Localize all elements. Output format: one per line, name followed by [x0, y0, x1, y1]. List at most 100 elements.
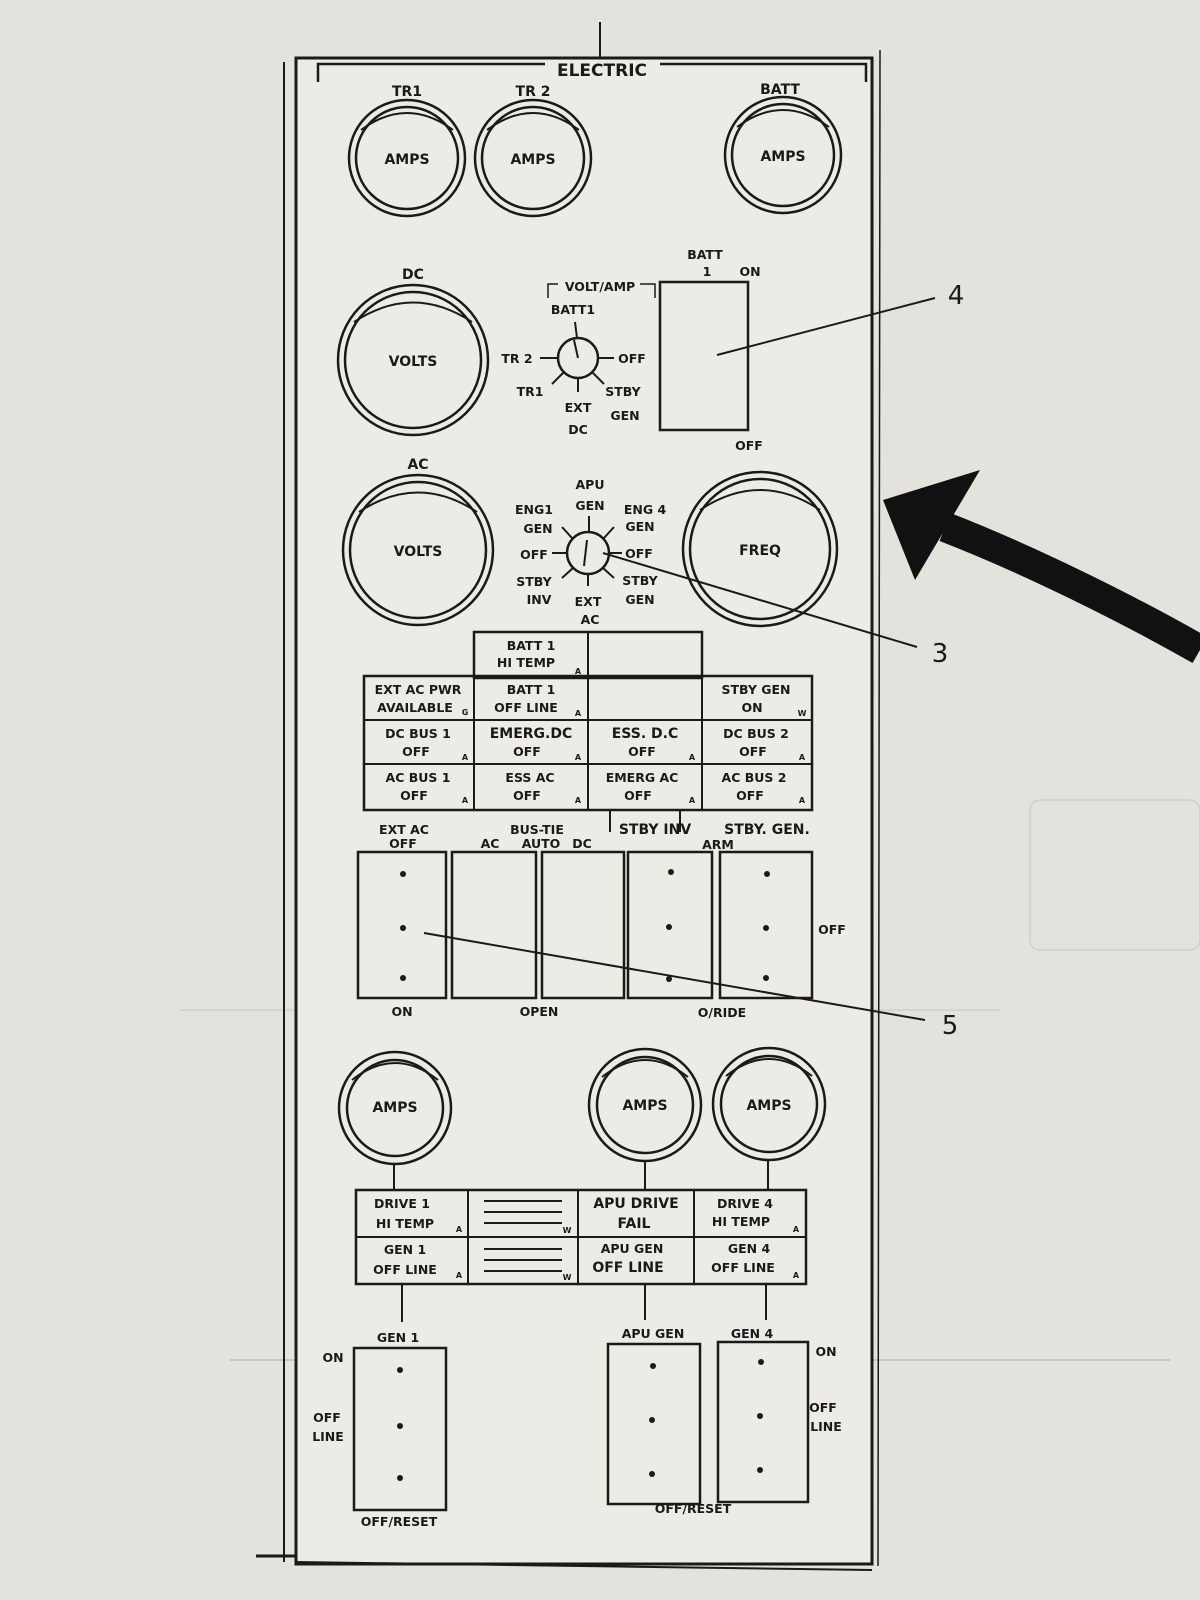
- emerg-ac-off-light: EMERG AC OFF A: [606, 770, 696, 805]
- ess-dc-off-light: ESS. D.C OFF A: [612, 726, 696, 762]
- ac-caption: AC: [407, 457, 428, 473]
- svg-text:DRIVE 4: DRIVE 4: [717, 1196, 773, 1211]
- svg-text:OFF: OFF: [389, 836, 417, 851]
- batt-switch-on: ON: [739, 264, 760, 279]
- gensel-apu: APU: [576, 477, 605, 492]
- svg-text:GEN 1: GEN 1: [384, 1242, 426, 1257]
- svg-text:GEN 1: GEN 1: [377, 1330, 419, 1345]
- svg-text:OFF/RESET: OFF/RESET: [361, 1514, 438, 1529]
- gensel-eng4-gen: GEN: [625, 519, 654, 534]
- svg-text:A: A: [793, 1271, 800, 1280]
- annunciator-grid-lower: W W DRIVE 1 HI TEMP A APU DRIVE FAIL DRI…: [354, 1188, 808, 1286]
- dc-bus-2-off-light: DC BUS 2 OFF A: [723, 726, 806, 762]
- tr1-caption: TR1: [392, 84, 422, 100]
- ac-face: VOLTS: [394, 544, 443, 560]
- batt-face: AMPS: [760, 149, 805, 165]
- bus-tie-ac-switch[interactable]: [450, 850, 538, 1000]
- svg-text:LINE: LINE: [810, 1419, 842, 1434]
- svg-text:AC BUS 2: AC BUS 2: [722, 770, 787, 785]
- callout-4: 4: [716, 281, 964, 356]
- gensel-apu-gen: GEN: [575, 498, 604, 513]
- svg-text:GEN 4: GEN 4: [728, 1241, 771, 1256]
- svg-text:BUS-TIE: BUS-TIE: [510, 822, 564, 837]
- svg-text:A: A: [793, 1225, 800, 1234]
- emerg-dc-off-light: EMERG.DC OFF A: [490, 726, 582, 762]
- svg-text:3: 3: [932, 639, 949, 669]
- svg-text:OFF: OFF: [624, 788, 652, 803]
- svg-text:FAIL: FAIL: [618, 1216, 651, 1232]
- freq-face: FREQ: [739, 543, 781, 559]
- svg-text:LINE: LINE: [312, 1429, 344, 1444]
- dc-caption: DC: [402, 267, 424, 283]
- svg-text:OFF LINE: OFF LINE: [373, 1262, 437, 1277]
- voltamp-gen: GEN: [610, 408, 639, 423]
- gen4-amps-gauge: AMPS: [711, 1046, 827, 1190]
- batt-switch-off: OFF: [735, 438, 763, 453]
- stby-gen-switch[interactable]: [718, 850, 814, 1000]
- svg-text:A: A: [575, 796, 582, 805]
- svg-text:W: W: [563, 1273, 572, 1282]
- svg-text:ARM: ARM: [702, 837, 734, 852]
- gensel-eng1-gen: GEN: [523, 521, 552, 536]
- gensel-off-left: OFF: [520, 547, 548, 562]
- svg-text:A: A: [689, 753, 696, 762]
- svg-text:HI TEMP: HI TEMP: [376, 1216, 434, 1231]
- blank-indicator-lower: [484, 1248, 562, 1272]
- batt-1-switch[interactable]: BATT 1 ON OFF: [658, 247, 763, 453]
- svg-text:W: W: [563, 1226, 572, 1235]
- svg-text:ESS AC: ESS AC: [505, 770, 554, 785]
- gen-switch-connectors: [401, 1284, 767, 1322]
- callout-5: 5: [423, 932, 959, 1041]
- ac-bus-2-off-light: AC BUS 2 OFF A: [722, 770, 806, 805]
- voltamp-stby: STBY: [605, 384, 641, 399]
- callout-3: 3: [602, 552, 949, 669]
- svg-text:ON: ON: [322, 1350, 343, 1365]
- voltamp-off: OFF: [618, 351, 646, 366]
- svg-text:HI TEMP: HI TEMP: [712, 1214, 770, 1229]
- gen-switch-labels: GEN 1 APU GEN GEN 4 ON OFF LINE ON OFF L…: [312, 1326, 842, 1529]
- svg-text:OFF: OFF: [739, 744, 767, 759]
- tr1-amps-gauge: TR1 AMPS: [347, 84, 467, 218]
- ac-generator-selector-knob[interactable]: APU GEN ENG1 GEN ENG 4 GEN OFF OFF STBY …: [515, 477, 666, 627]
- svg-text:DC BUS 2: DC BUS 2: [723, 726, 789, 741]
- svg-text:OFF: OFF: [513, 788, 541, 803]
- gensel-off-right: OFF: [625, 546, 653, 561]
- svg-text:AUTO: AUTO: [522, 836, 561, 851]
- svg-text:AMPS: AMPS: [622, 1098, 667, 1114]
- svg-text:A: A: [799, 796, 806, 805]
- svg-text:A: A: [575, 709, 582, 718]
- dc-volts-gauge: DC VOLTS: [336, 267, 490, 437]
- svg-text:5: 5: [942, 1011, 959, 1041]
- svg-text:APU GEN: APU GEN: [601, 1241, 664, 1256]
- svg-text:A: A: [462, 753, 469, 762]
- svg-text:OFF: OFF: [809, 1400, 837, 1415]
- svg-text:A: A: [575, 667, 582, 676]
- gensel-ac: AC: [581, 612, 600, 627]
- svg-text:BATT 1: BATT 1: [507, 638, 556, 653]
- apu-gen-off-line-light: APU GEN OFF LINE: [592, 1241, 663, 1276]
- apu-drive-fail-light: APU DRIVE FAIL: [593, 1196, 678, 1232]
- volt-amp-selector-knob[interactable]: VOLT/AMP BATT1 TR 2 OFF TR1 STBY GEN EXT…: [501, 279, 656, 437]
- svg-text:APU DRIVE: APU DRIVE: [593, 1196, 678, 1212]
- gensel-gen-right: GEN: [625, 592, 654, 607]
- freq-gauge: FREQ: [681, 470, 839, 628]
- panel-title-bracket: ELECTRIC: [316, 61, 868, 82]
- svg-text:EXT AC PWR: EXT AC PWR: [375, 682, 462, 697]
- svg-text:GEN 4: GEN 4: [731, 1326, 774, 1341]
- svg-text:STBY INV: STBY INV: [619, 822, 691, 838]
- svg-text:OFF: OFF: [402, 744, 430, 759]
- ext-ac-pwr-available-light: EXT AC PWR AVAILABLE G: [375, 682, 469, 717]
- gen-1-switch[interactable]: [352, 1346, 448, 1512]
- svg-text:A: A: [462, 796, 469, 805]
- svg-text:ON: ON: [741, 700, 762, 715]
- ext-ac-switch[interactable]: [356, 850, 448, 1000]
- blank-indicator-upper: [484, 1200, 562, 1224]
- svg-text:A: A: [689, 796, 696, 805]
- bus-tie-dc-switch[interactable]: [540, 850, 626, 1000]
- stby-inv-switch[interactable]: [626, 850, 714, 1000]
- svg-text:AVAILABLE: AVAILABLE: [377, 700, 453, 715]
- apu-gen-switch[interactable]: [606, 1342, 702, 1506]
- gen-4-switch[interactable]: [716, 1340, 810, 1504]
- svg-text:OFF: OFF: [818, 922, 846, 937]
